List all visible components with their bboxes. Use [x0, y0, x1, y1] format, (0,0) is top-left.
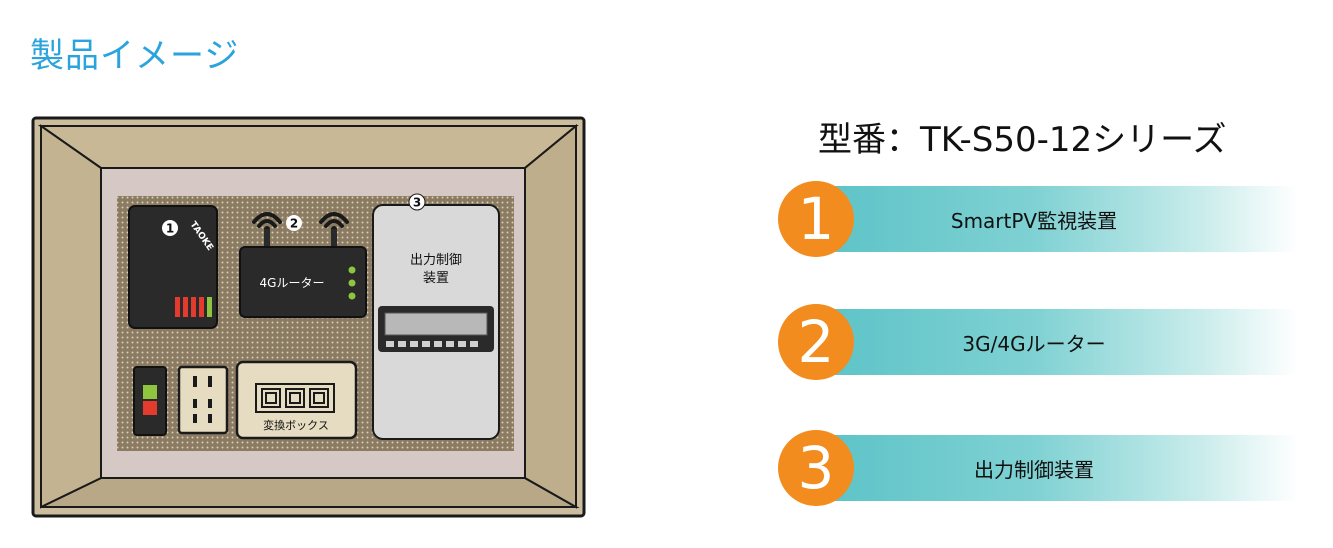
wifi-signal-icon — [252, 212, 349, 228]
legend-number-badge: 3 — [778, 430, 854, 506]
output-controller-device: 3 出力制御 装置 — [372, 193, 500, 440]
power-outlet — [177, 365, 229, 435]
controller-label-line2: 装置 — [423, 271, 449, 286]
marker-3 — [408, 193, 426, 211]
router-device: 2 4Gルーター — [239, 212, 367, 318]
legend-item-1: 1 SmartPV監視装置 — [778, 181, 1298, 257]
legend-bar — [818, 309, 1298, 375]
controller-label-line1: 出力制御 — [410, 253, 462, 268]
marker-1-label: 1 — [166, 222, 174, 236]
marker-2-label: 2 — [290, 217, 298, 231]
smartpv-monitor-device: 1 TAOKE — [128, 205, 218, 329]
legend-number-badge: 2 — [778, 304, 854, 380]
legend-item-3: 3 出力制御装置 — [778, 430, 1298, 506]
marker-1 — [162, 220, 178, 236]
model-number-title: 型番：TK-S50-12シリーズ — [818, 120, 1227, 160]
legend-label: 3G/4Gルーター — [962, 331, 1106, 356]
legend-bar — [818, 435, 1298, 501]
ethernet-port-icon — [261, 388, 329, 408]
legend-number-badge: 1 — [778, 181, 854, 257]
legend-item-2: 2 3G/4Gルーター — [778, 304, 1298, 380]
breaker-switch — [133, 366, 167, 436]
junction-box: 変換ボックス — [235, 360, 358, 440]
marker-3-label: 3 — [413, 196, 421, 210]
marker-2 — [286, 215, 302, 231]
router-label: 4Gルーター — [260, 276, 325, 290]
junction-box-label: 変換ボックス — [263, 418, 329, 432]
page-title: 製品イメージ — [30, 36, 240, 76]
legend-bar — [818, 186, 1298, 252]
legend-label: 出力制御装置 — [974, 457, 1094, 482]
legend-label: SmartPV監視装置 — [950, 208, 1118, 233]
product-illustration: 1 TAOKE 2 4Gルーター 3 出力制御 — [31, 116, 586, 518]
